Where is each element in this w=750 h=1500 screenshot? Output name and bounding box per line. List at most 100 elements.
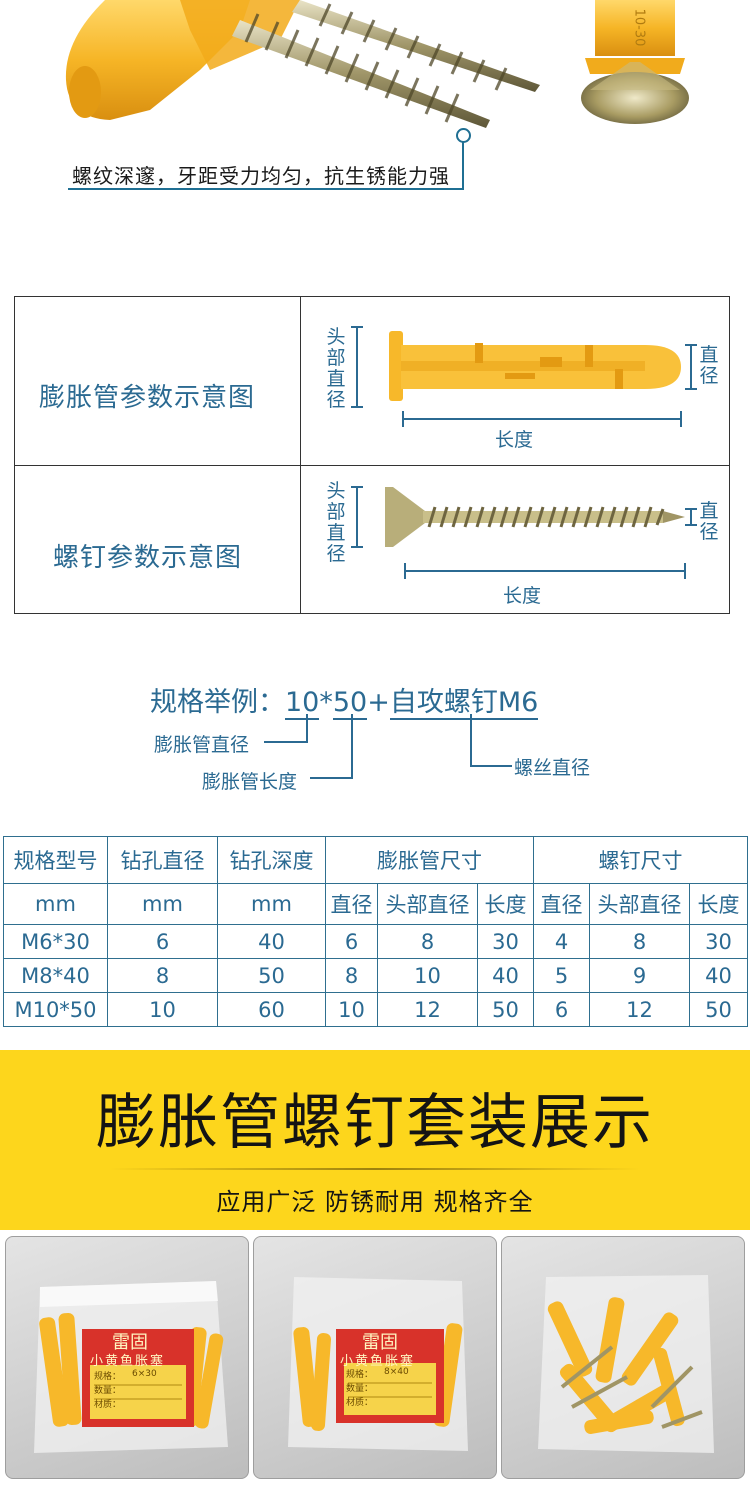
header-drill-depth: 钻孔深度 [217, 836, 326, 884]
table-cell: 12 [377, 992, 478, 1027]
note-thread-diameter: 螺丝直径 [514, 757, 591, 779]
package-illustration [34, 1281, 228, 1453]
table-cell: 6 [107, 924, 218, 959]
anchor-diagram-label: 膨胀管参数示意图 [39, 383, 256, 413]
table-cell: 8 [107, 958, 218, 993]
package-photo [501, 1236, 745, 1479]
banner-title: 膨胀管螺钉套装展示 [96, 1088, 654, 1158]
header-model: 规格型号 [3, 836, 108, 884]
note-anchor-length: 膨胀管长度 [202, 771, 298, 793]
table-divider [15, 465, 729, 466]
note-anchor-diameter: 膨胀管直径 [154, 734, 250, 756]
subheader-screw-diameter: 直径 [533, 883, 591, 925]
table-cell: 12 [589, 992, 691, 1027]
package-brand: 雷固 [362, 1332, 398, 1353]
table-cell: 6 [325, 924, 378, 959]
hero-caption: 螺纹深邃，牙距受力均匀，抗生锈能力强 [72, 164, 450, 188]
header-drill-diameter: 钻孔直径 [107, 836, 218, 884]
table-row: M8*40 8 50 8 10 40 5 9 40 [3, 958, 749, 993]
table-cell: 8 [377, 924, 478, 959]
screw-head-diameter-label: 头部直径 [326, 480, 346, 565]
package-product-name: 小黄鱼胀塞 [90, 1354, 166, 1369]
spec-example-length: 50 [332, 687, 368, 720]
table-cell: 10 [107, 992, 218, 1027]
hero-product-photo [0, 0, 750, 232]
package-photo [5, 1236, 249, 1479]
table-cell: 30 [476, 924, 535, 959]
package-field-spec: 规格： [346, 1370, 374, 1380]
anchor-head-diameter-label: 头部直径 [326, 326, 346, 411]
table-cell: M10*50 [3, 992, 108, 1027]
package-field-spec: 规格： [94, 1372, 122, 1382]
caption-pointer-dot [456, 128, 471, 143]
screw-length-label: 长度 [503, 585, 542, 607]
table-cell: 8 [325, 958, 378, 993]
table-cell: M8*40 [3, 958, 108, 993]
package-illustration [538, 1275, 714, 1453]
parameter-diagram-table: 膨胀管参数示意图 头部直径 直径 长度 螺钉参数示意图 头部直径 直径 长度 [14, 296, 730, 614]
table-cell: 9 [589, 958, 691, 993]
table-divider [300, 297, 301, 613]
leader-line [470, 765, 512, 767]
banner-divider [110, 1168, 640, 1170]
screw-diameter-label: 直径 [699, 500, 719, 543]
spec-example-line: 规格举例：10*50+自攻螺钉M6 [150, 680, 539, 720]
package-field-material: 材质： [94, 1400, 122, 1410]
package-brand: 雷固 [112, 1332, 148, 1353]
package-spec-value: 6×30 [132, 1369, 157, 1379]
spec-example-plus: + [367, 687, 390, 718]
spec-table: 规格型号 钻孔直径 钻孔深度 膨胀管尺寸 螺钉尺寸 mm mm mm 直径 头部… [3, 836, 749, 1027]
table-cell: M6*30 [3, 924, 108, 959]
package-field-qty: 数量： [346, 1384, 374, 1394]
subheader-screw-head-diameter: 头部直径 [589, 883, 691, 925]
table-cell: 40 [476, 958, 535, 993]
screw-diagram-label: 螺钉参数示意图 [53, 543, 243, 573]
anchor-length-label: 长度 [495, 429, 534, 451]
subheader-screw-length: 长度 [689, 883, 749, 925]
anchor-diameter-label: 直径 [699, 344, 719, 387]
table-cell: 5 [533, 958, 591, 993]
banner-subtitle: 应用广泛 防锈耐用 规格齐全 [216, 1188, 534, 1216]
leader-line [306, 714, 308, 742]
table-cell: 8 [589, 924, 691, 959]
subheader-anchor-head-diameter: 头部直径 [377, 883, 478, 925]
spec-example-times: * [319, 687, 333, 718]
table-cell: 40 [217, 924, 326, 959]
header-screw-size: 螺钉尺寸 [533, 836, 749, 884]
header-unit: mm [3, 883, 108, 925]
leader-line [264, 741, 308, 743]
spec-example-screw: 自攻螺钉M6 [389, 687, 539, 720]
package-photo [253, 1236, 497, 1479]
table-cell: 10 [325, 992, 378, 1027]
spec-example-prefix: 规格举例： [150, 687, 285, 718]
hero-illustration [65, 0, 689, 128]
caption-underline [68, 188, 464, 190]
leader-line [310, 777, 353, 779]
leader-line [470, 714, 472, 766]
header-anchor-size: 膨胀管尺寸 [324, 836, 535, 884]
package-spec-value: 8×40 [384, 1367, 409, 1377]
table-cell: 50 [217, 958, 326, 993]
table-row: M6*30 6 40 6 8 30 4 8 30 [3, 924, 749, 959]
table-row: M10*50 10 60 10 12 50 6 12 50 [3, 992, 749, 1027]
package-illustration [288, 1277, 468, 1451]
screw-diagram [351, 486, 697, 579]
showcase-banner [0, 1050, 750, 1230]
table-cell: 50 [689, 992, 749, 1027]
caption-leader-line [462, 140, 464, 190]
table-cell: 50 [476, 992, 535, 1027]
package-field-qty: 数量： [94, 1386, 122, 1396]
leader-line [351, 714, 353, 778]
table-cell: 4 [533, 924, 591, 959]
header-unit: mm [217, 883, 326, 925]
table-cell: 60 [217, 992, 326, 1027]
table-cell: 6 [533, 992, 591, 1027]
table-cell: 30 [689, 924, 749, 959]
table-cell: 10 [377, 958, 478, 993]
anchor-diagram [351, 326, 697, 427]
screw-head-stamp: 10-30 [631, 8, 647, 47]
package-field-material: 材质： [346, 1398, 374, 1408]
subheader-anchor-diameter: 直径 [325, 883, 378, 925]
header-unit: mm [107, 883, 218, 925]
table-cell: 40 [689, 958, 749, 993]
